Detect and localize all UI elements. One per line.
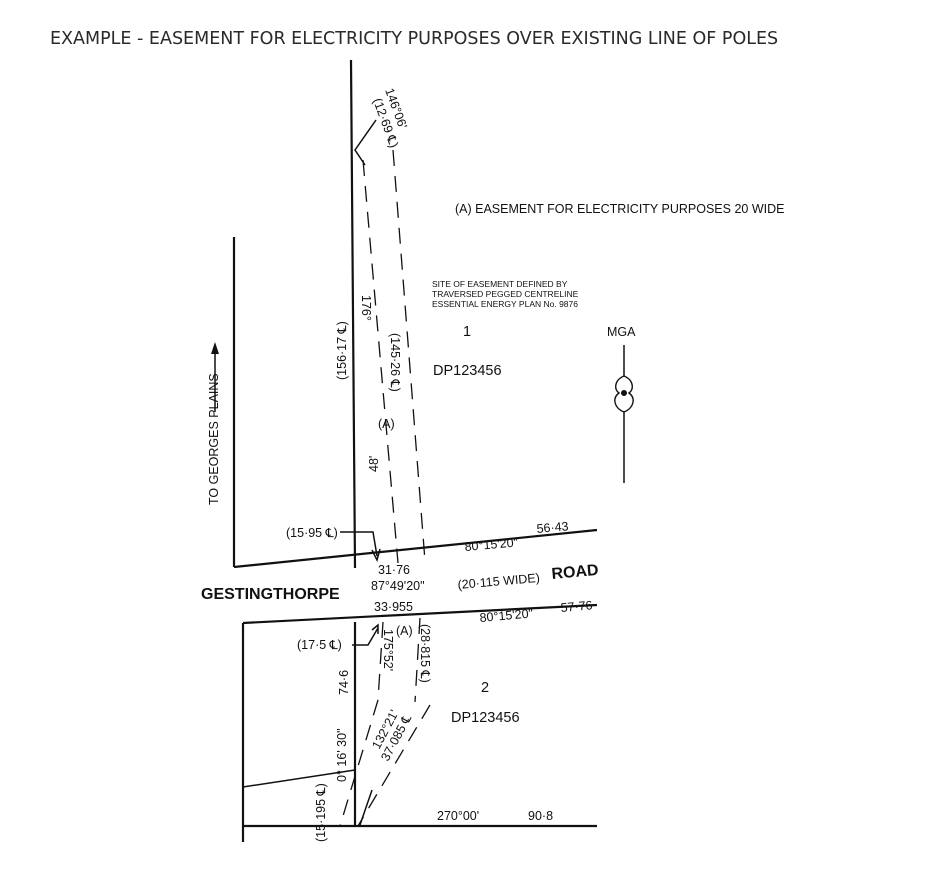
road-bearing-87: 87°49'20" <box>371 579 425 593</box>
road-south-boundary <box>242 603 598 625</box>
distance-15-95: (15·95 ℄) <box>286 526 338 540</box>
arrowhead-1595 <box>371 548 381 563</box>
road-width: (20·115 WIDE) <box>457 571 540 592</box>
road-name-left: GESTINGTHORPE <box>201 586 340 603</box>
upper-left-distance: (156·17 ℄) <box>335 321 349 380</box>
road-distance-33-955: 33·955 <box>374 600 413 614</box>
distance-15-195: (15·195 ℄) <box>314 783 328 842</box>
page-title: EXAMPLE - EASEMENT FOR ELECTRICITY PURPO… <box>50 29 779 49</box>
road-distance-31-76: 31·76 <box>378 563 410 577</box>
easement-description: (A) EASEMENT FOR ELECTRICITY PURPOSES 20… <box>455 202 784 216</box>
bottom-bearing: 270°00' <box>437 809 479 823</box>
leader-1595 <box>340 531 378 557</box>
easement-line-east-upper <box>392 149 426 562</box>
direction-arrow-head <box>211 342 219 354</box>
easement-diagonal-east <box>357 704 431 827</box>
top-bearing-pointer <box>354 119 377 166</box>
road-name-right: ROAD <box>551 562 599 583</box>
easement-line-east-lower <box>414 617 421 703</box>
lower-bearing-tick <box>359 789 373 826</box>
distance-145-26: (145·26 ℄) <box>388 333 402 392</box>
main-boundary-upper <box>349 59 357 569</box>
easement-line-west-lower <box>377 621 384 701</box>
distance-28-815: (28·815 ℄) <box>418 624 432 683</box>
bottom-distance: 90·8 <box>528 809 553 823</box>
site-note-line-3: ESSENTIAL ENERGY PLAN No. 9876 <box>432 299 578 309</box>
leader-175 <box>352 627 379 646</box>
lot-1-plan: DP123456 <box>433 363 502 379</box>
site-note-line-1: SITE OF EASEMENT DEFINED BY <box>432 279 568 289</box>
lot-2-plan: DP123456 <box>451 710 520 726</box>
easement-a-upper: (A) <box>378 417 395 431</box>
distance-17-5: (17·5 ℄) <box>297 638 342 652</box>
lower-road-bearing: 80°15'20" <box>479 606 534 625</box>
to-georges-plains-label: TO GEORGES PLAINS <box>207 373 221 505</box>
upper-road-bearing: 80°15'20" <box>464 535 519 554</box>
road-north-boundary <box>233 528 598 569</box>
arrowhead-175 <box>371 623 379 634</box>
north-arrow-icon <box>614 345 634 483</box>
site-note-line-2: TRAVERSED PEGGED CENTRELINE <box>432 289 579 299</box>
easement-a-lower: (A) <box>396 624 413 638</box>
easement-line-west-upper <box>362 159 399 564</box>
north-label: MGA <box>607 325 636 339</box>
lower-road-distance: 57·76 <box>560 598 593 615</box>
easement-diagonal-west <box>339 699 379 827</box>
upper-road-distance: 56·43 <box>536 519 569 536</box>
bearing-176: 176° <box>359 295 373 321</box>
lower-lot-diagonal <box>242 769 356 788</box>
lot-2-number: 2 <box>481 680 489 696</box>
distance-48: 48' <box>367 456 381 472</box>
distance-74-6: 74·6 <box>337 670 351 695</box>
bearing-0-16-30: 0° 16' 30" <box>335 728 349 782</box>
bearing-175-52: 175°52' <box>381 629 395 671</box>
lot-1-number: 1 <box>463 324 471 340</box>
